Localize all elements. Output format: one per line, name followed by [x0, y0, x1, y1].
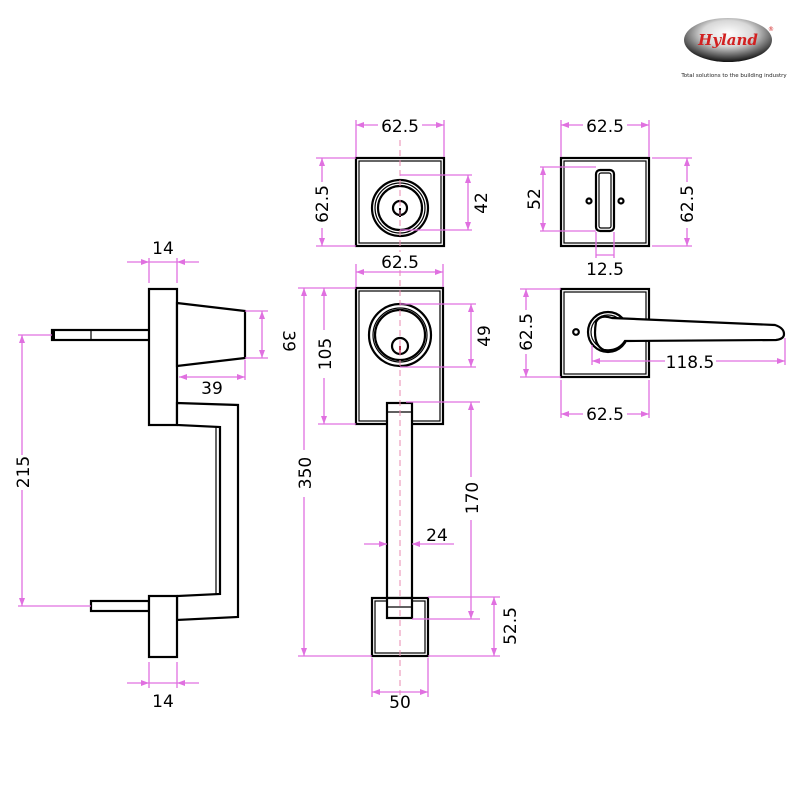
- dim-thumbturn-height: 62.5: [678, 185, 698, 223]
- dim-thumbturn-slot-width: 12.5: [586, 260, 624, 280]
- dim-deadbolt-height: 62.5: [313, 185, 333, 223]
- dim-front-cylinder: 49: [475, 325, 495, 347]
- lever-screw-hole: [572, 328, 580, 336]
- dim-bottom-plate-width: 14: [152, 692, 174, 712]
- top-plate: [147, 287, 179, 427]
- screw-hole-left: [585, 197, 593, 205]
- thumbturn-slot: [594, 168, 616, 233]
- dim-deadbolt-cylinder: 42: [472, 192, 492, 214]
- front-handleset-view: 62.5 105 350 49 170: [296, 253, 521, 713]
- logo-brand-text: Hyland: [697, 31, 758, 49]
- dim-front-bottom-plate-width: 50: [389, 693, 411, 713]
- registered-mark: ®: [768, 26, 774, 33]
- dim-front-top-plate-height: 105: [316, 338, 336, 370]
- screw-hole-right: [617, 197, 625, 205]
- side-view: 14 39 39 215 14: [14, 239, 298, 712]
- dim-front-grip-width: 24: [426, 526, 448, 546]
- dim-spindle-depth: 39: [201, 379, 223, 399]
- dim-spindle-height: 39: [278, 330, 298, 352]
- dim-lever-length: 118.5: [666, 353, 715, 373]
- dim-thumbturn-slot-height: 52: [525, 188, 545, 210]
- dim-front-overall-height: 350: [296, 457, 316, 489]
- dim-front-bottom-plate-height: 52.5: [501, 607, 521, 645]
- company-logo: Hyland ® Total solutions to the building…: [680, 18, 787, 79]
- bottom-spindle: [89, 599, 151, 613]
- dim-thumbturn-width: 62.5: [586, 117, 624, 137]
- side-handle: [175, 401, 240, 622]
- lever-rosette-view: 62.5 118.5 62.5: [517, 287, 786, 425]
- dim-front-top-width: 62.5: [381, 253, 419, 273]
- dim-front-grip-length: 170: [463, 482, 483, 514]
- dim-top-plate-width: 14: [152, 239, 174, 259]
- cylinder-taper: [175, 301, 247, 368]
- dim-lever-rosette-height: 62.5: [517, 313, 537, 351]
- top-spindle: [50, 328, 152, 342]
- deadbolt-rosette-view: 62.5 62.5 42: [313, 117, 492, 252]
- thumbturn-rosette-view: 62.5 62.5 52 12.5: [525, 117, 698, 280]
- lever-arm: [593, 315, 786, 352]
- dim-lever-rosette-width: 62.5: [586, 405, 624, 425]
- bottom-plate: [147, 594, 179, 659]
- dim-deadbolt-width: 62.5: [381, 117, 419, 137]
- logo-tagline: Total solutions to the building industry: [680, 73, 787, 79]
- dim-handle-span: 215: [14, 456, 34, 488]
- logo-oval: [684, 18, 772, 62]
